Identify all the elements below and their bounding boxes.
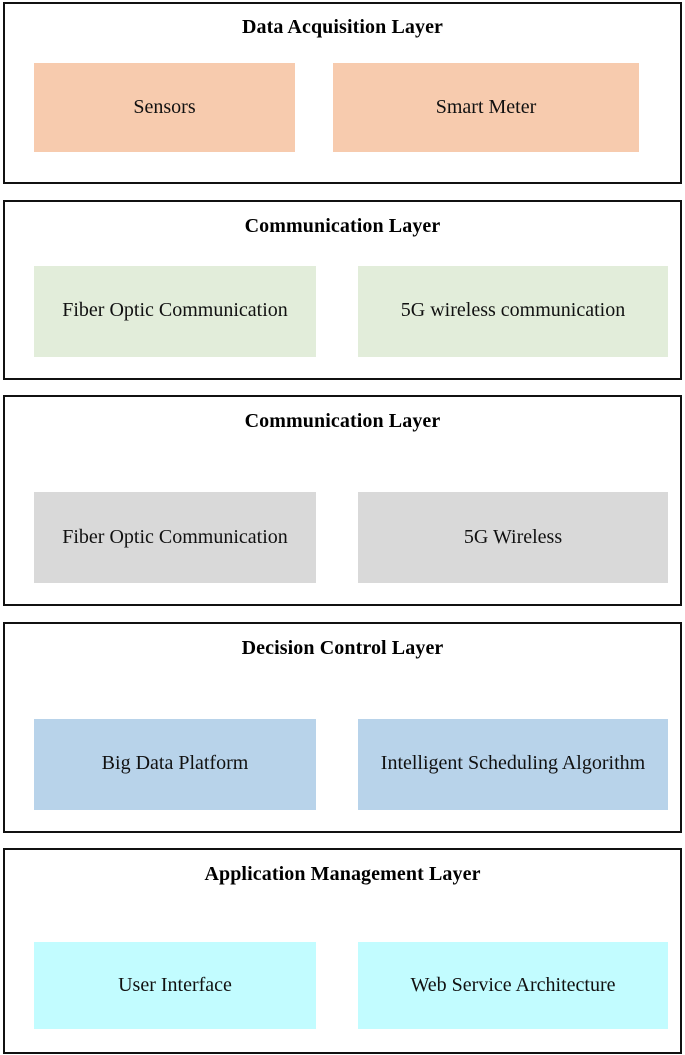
node-web-service-architecture[interactable]: Web Service Architecture	[358, 942, 668, 1029]
layer-title: Application Management Layer	[204, 863, 481, 885]
node-smart-meter[interactable]: Smart Meter	[333, 63, 639, 152]
layer-nodes-row: Fiber Optic Communication 5G wireless co…	[5, 265, 680, 357]
layer-nodes-row: Big Data Platform Intelligent Scheduling…	[5, 718, 680, 810]
node-fiber-optic-communication[interactable]: Fiber Optic Communication	[34, 265, 316, 357]
layer-title: Communication Layer	[244, 410, 441, 432]
layer-decision-control: Decision Control Layer Big Data Platform…	[3, 621, 682, 833]
layer-nodes-row: Fiber Optic Communication 5G Wireless	[5, 492, 680, 583]
layer-title: Communication Layer	[244, 214, 441, 237]
layer-data-acquisition: Data Acquisition Layer Sensors Smart Met…	[3, 2, 682, 184]
node-big-data-platform[interactable]: Big Data Platform	[34, 718, 316, 810]
layer-title: Data Acquisition Layer	[241, 16, 444, 38]
node-5g-wireless-communication[interactable]: 5G wireless communication	[358, 265, 668, 357]
node-sensors[interactable]: Sensors	[34, 63, 295, 152]
layer-nodes-row: User Interface Web Service Architecture	[5, 942, 680, 1029]
layer-nodes-row: Sensors Smart Meter	[5, 63, 680, 152]
node-5g-wireless[interactable]: 5G Wireless	[358, 492, 668, 583]
node-user-interface[interactable]: User Interface	[34, 942, 316, 1029]
layer-application-management: Application Management Layer User Interf…	[3, 848, 682, 1054]
layer-communication-green: Communication Layer Fiber Optic Communic…	[3, 199, 682, 380]
node-intelligent-scheduling-algorithm[interactable]: Intelligent Scheduling Algorithm	[358, 718, 668, 810]
layer-title: Decision Control Layer	[241, 636, 444, 659]
node-fiber-optic-communication[interactable]: Fiber Optic Communication	[34, 492, 316, 583]
layer-communication-grey: Communication Layer Fiber Optic Communic…	[3, 395, 682, 606]
